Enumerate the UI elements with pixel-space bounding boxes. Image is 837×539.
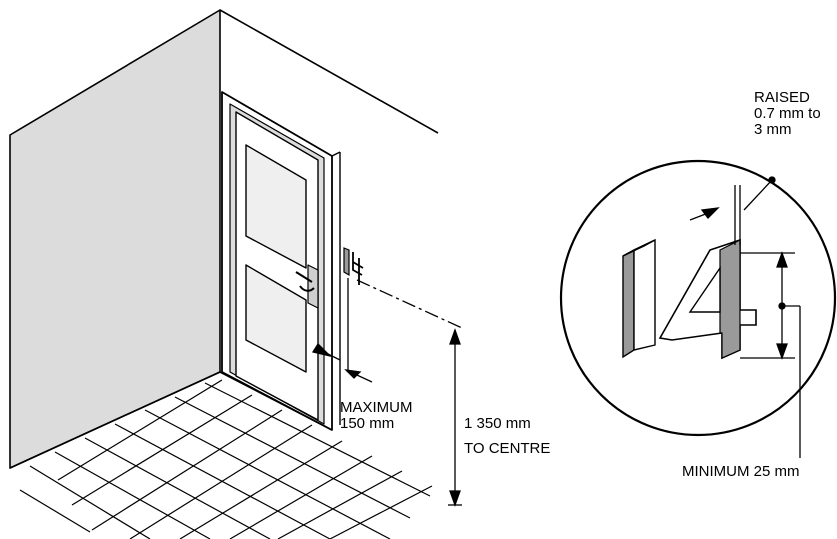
raised-label-line3: 3 mm [754, 121, 792, 138]
wall-top-edge [219, 9, 439, 134]
dimension-lines-left [311, 278, 463, 507]
left-wall [9, 9, 221, 469]
door-frame-edge [331, 151, 341, 157]
height-label-line2: TO CENTRE [464, 440, 551, 457]
door-handle [295, 271, 315, 292]
digit-one-face [633, 238, 656, 351]
raised-label-line2: 0.7 mm to [754, 105, 821, 122]
digit-one-side [622, 248, 635, 359]
door-panel-lower [245, 264, 307, 373]
maximum-label-line1: MAXIMUM [340, 399, 413, 416]
raised-label-line1: RAISED [754, 89, 810, 106]
floor-seam-left [9, 371, 221, 469]
door [221, 91, 341, 431]
door-handle-plate [307, 264, 319, 309]
magnified-detail [559, 159, 837, 437]
door-panel-upper [245, 144, 307, 269]
maximum-label-line2: 150 mm [340, 415, 395, 432]
height-label-line1: 1 350 mm [464, 415, 531, 432]
wall-room-number [343, 247, 364, 285]
floor-tiles [19, 379, 433, 539]
digit-one-top [622, 239, 656, 257]
dimension-lines-right [689, 176, 801, 458]
minimum-label: MINIMUM 25 mm [682, 463, 800, 480]
digit-four-inner [688, 265, 721, 313]
digit-four-side [719, 239, 741, 359]
